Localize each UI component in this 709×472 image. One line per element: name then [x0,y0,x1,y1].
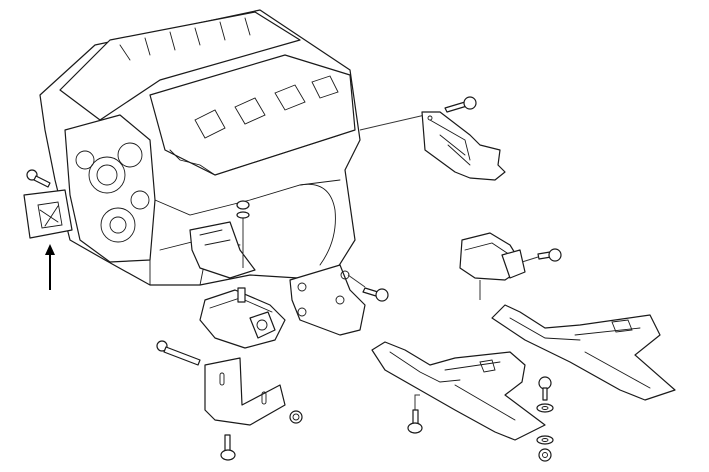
bolt-icon [444,96,477,113]
front-crossmember [371,341,546,441]
bolt-icon [537,248,562,262]
rear-insulator [459,232,539,300]
rear-transmission-mount-bracket [359,111,506,181]
front-left-mount-bracket [189,221,256,279]
bolt-icon [362,287,389,302]
bolt-icon [156,340,201,366]
arrow-up-icon [45,244,55,290]
front-left-engine-mount [199,287,286,349]
bolt-icon [220,434,236,461]
bolt-icon [26,169,51,188]
front-lower-bracket [204,357,286,426]
side-cover-plate [23,189,73,239]
nut-icon [289,410,303,424]
washer-icon [536,403,554,413]
nut-icon [236,200,250,268]
engine-block [39,9,361,286]
front-right-mount-bracket [289,264,366,336]
bolt-icon [407,409,423,434]
bolt-icon [538,376,552,401]
washer-icon [536,435,554,445]
nut-icon [538,448,552,462]
rear-crossmember [491,304,676,401]
